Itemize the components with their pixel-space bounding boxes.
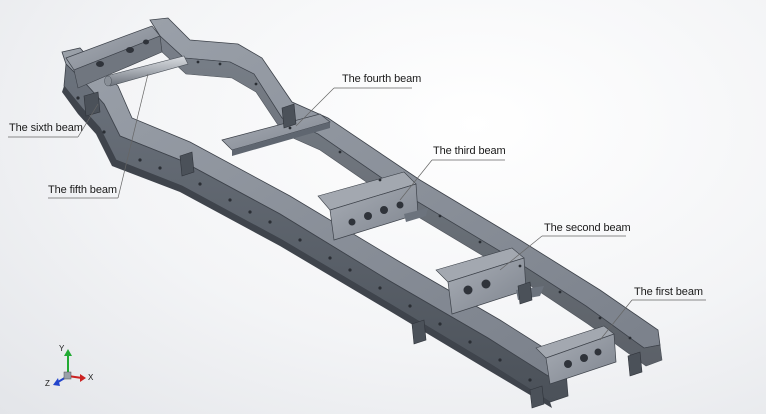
spring-hangers <box>83 91 643 409</box>
sixth-beam-shape <box>65 25 163 89</box>
leader-third-pointer <box>399 159 433 201</box>
label-third-beam: The third beam <box>433 145 506 157</box>
leader-fourth-pointer <box>295 87 335 127</box>
axis-label-y: Y <box>59 344 65 353</box>
leader-fifth-pointer <box>117 73 149 199</box>
third-beam-shape <box>317 171 428 241</box>
axis-label-z: Z <box>45 379 50 388</box>
label-first-beam: The first beam <box>634 286 703 298</box>
label-second-beam: The second beam <box>544 222 631 234</box>
label-fifth-beam: The fifth beam <box>48 184 117 196</box>
axis-triad <box>53 349 86 386</box>
label-sixth-beam: The sixth beam <box>9 122 83 134</box>
first-beam-shape <box>535 325 617 385</box>
fifth-beam-shape <box>104 55 189 87</box>
leader-first-pointer <box>599 299 633 341</box>
axis-label-x: X <box>88 373 94 382</box>
left-side-rail <box>61 47 569 408</box>
leader-sixth-pointer <box>77 103 99 138</box>
leader-second-pointer <box>499 235 543 271</box>
label-fourth-beam: The fourth beam <box>342 73 422 85</box>
leader-lines <box>8 73 706 341</box>
